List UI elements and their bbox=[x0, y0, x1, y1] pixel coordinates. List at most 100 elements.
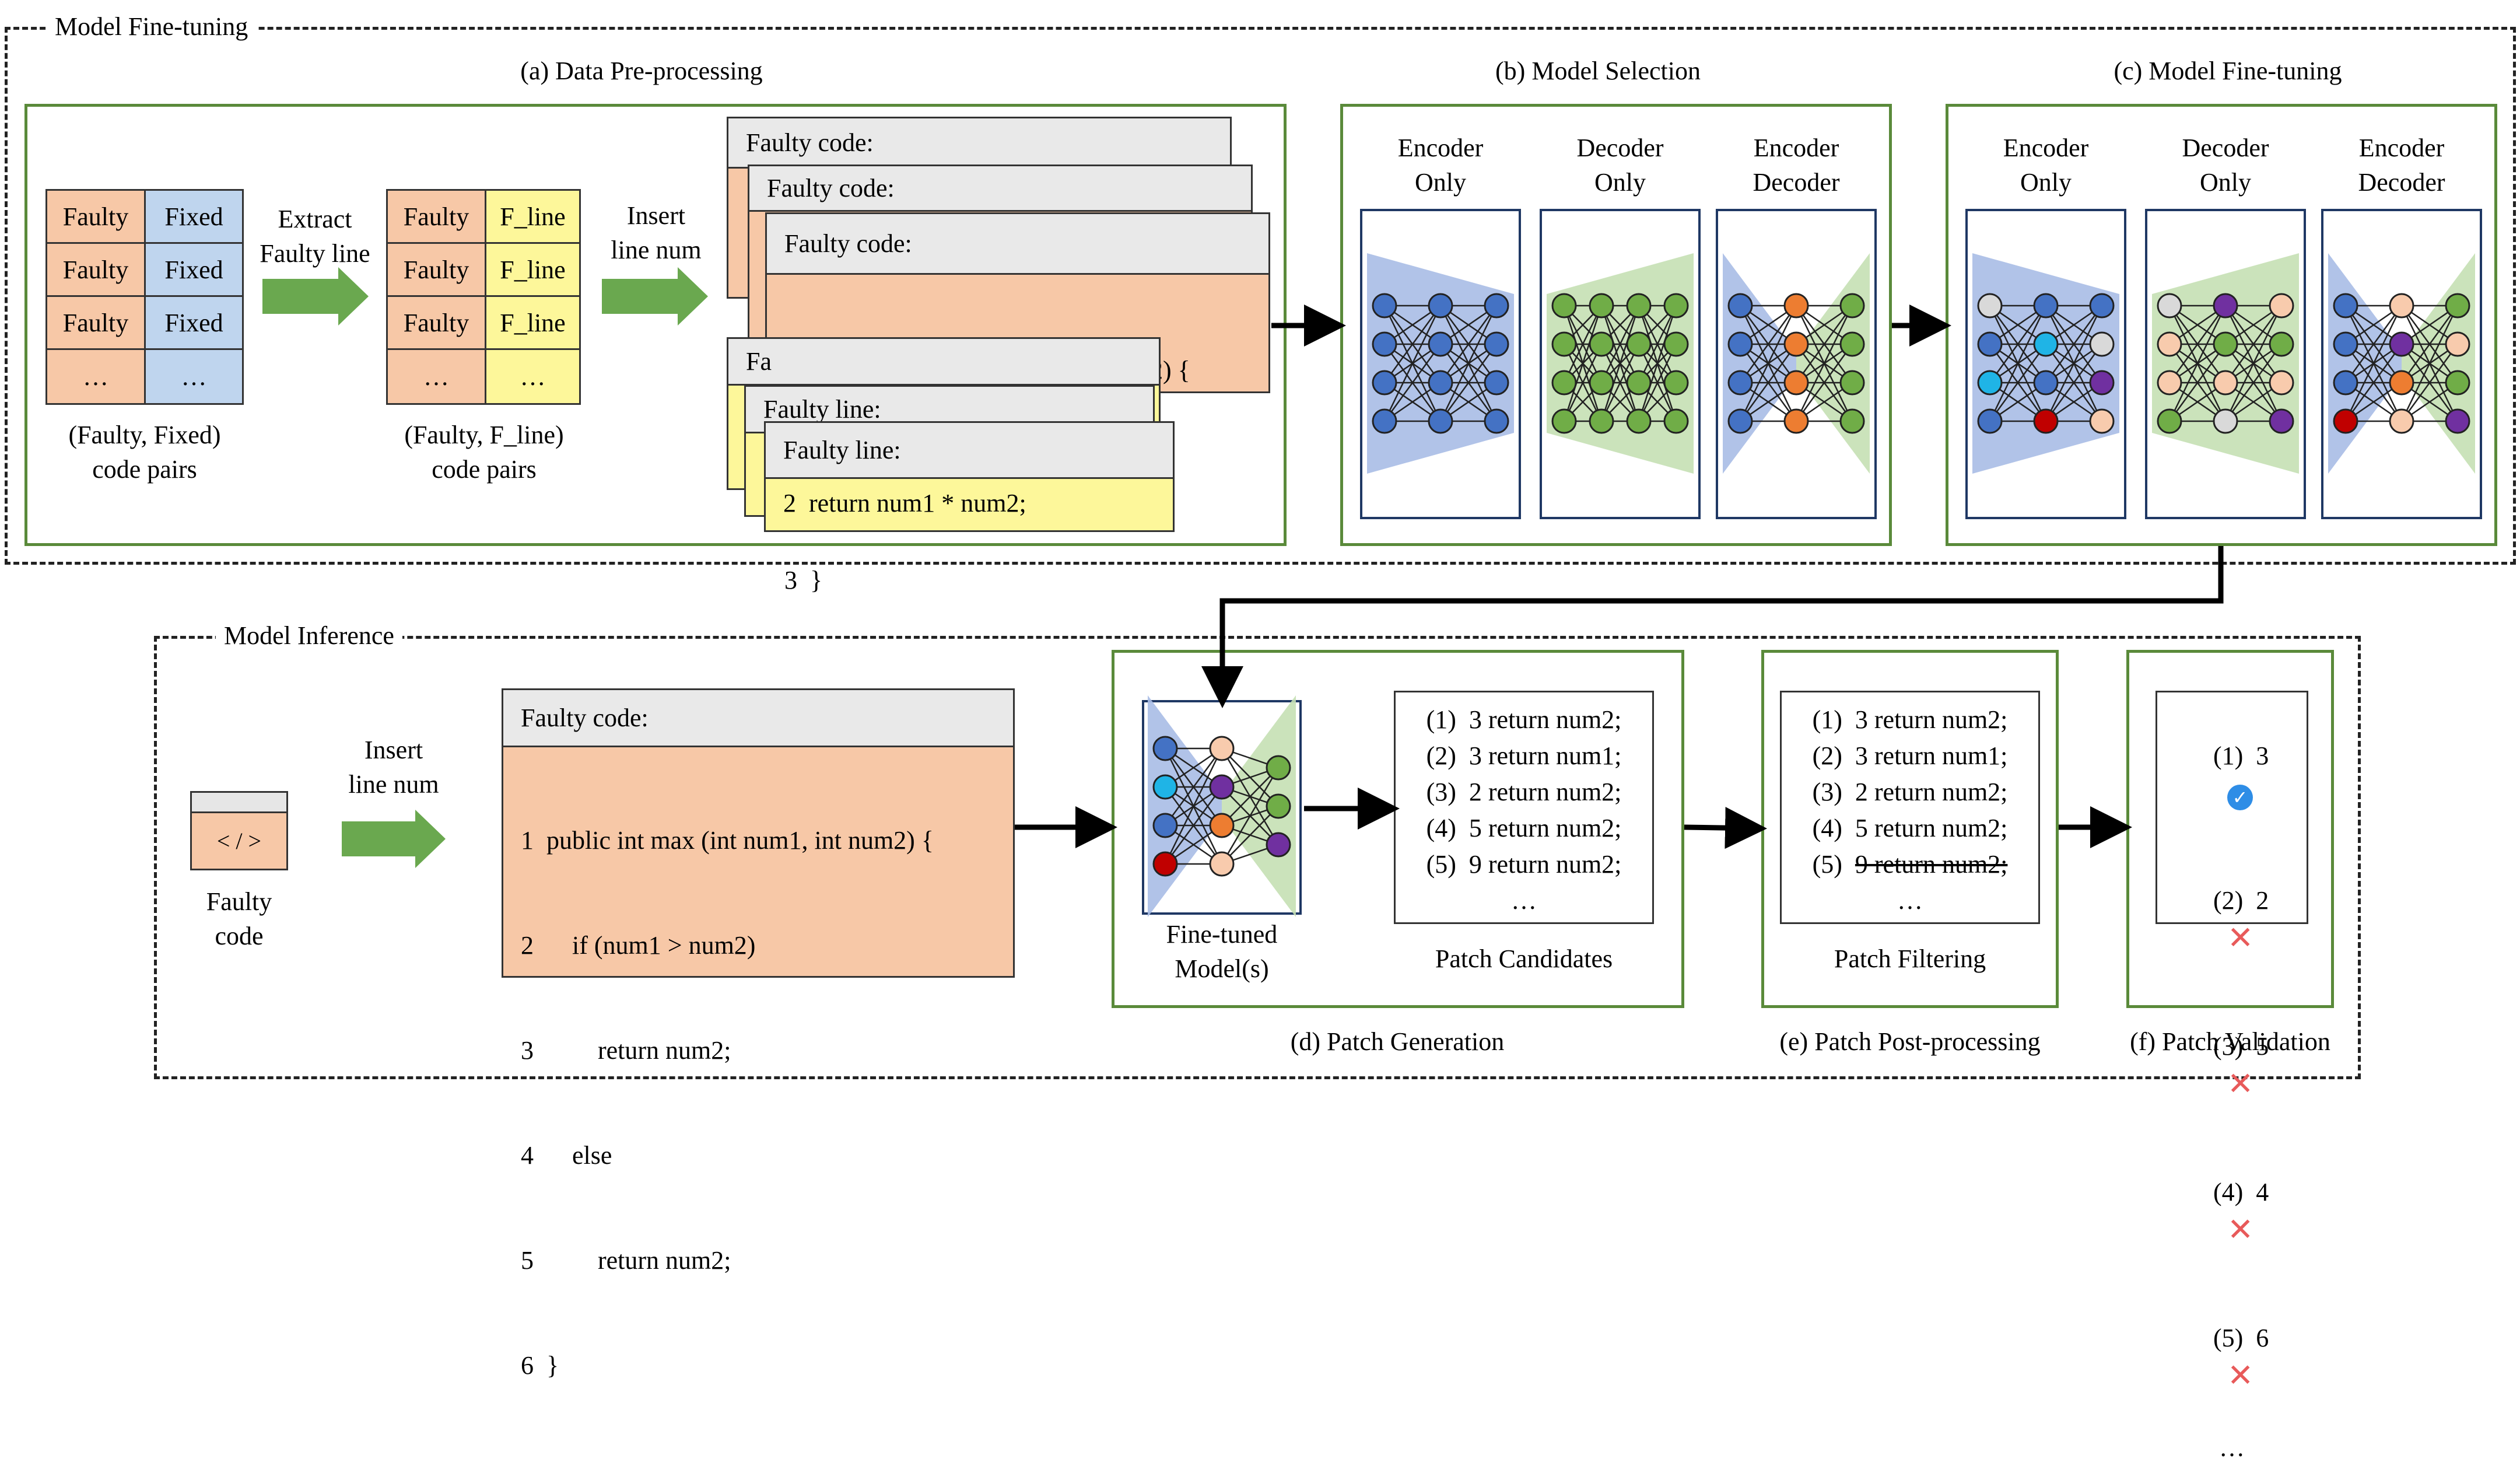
neuron bbox=[1727, 293, 1753, 319]
decoder-only-network bbox=[1547, 253, 1694, 474]
neuron bbox=[2333, 408, 2358, 434]
neuron bbox=[1266, 793, 1291, 819]
neuron bbox=[1977, 408, 2003, 434]
neuron bbox=[1428, 408, 1453, 434]
neuron bbox=[2089, 370, 2115, 396]
faulty-line-partial-header: Fa bbox=[728, 339, 1159, 386]
neuron bbox=[1484, 370, 1509, 396]
neuron bbox=[1977, 331, 2003, 357]
patch-candidates-title: Patch Candidates bbox=[1435, 944, 1613, 973]
neuron bbox=[1372, 293, 1397, 319]
neuron bbox=[1663, 370, 1689, 396]
validation-ellipsis: … bbox=[2219, 1433, 2245, 1462]
table2-cell: … bbox=[485, 348, 581, 405]
inference-faulty-code-card: Faulty code: 1 public int max (int num1,… bbox=[502, 688, 1015, 1380]
table1-caption: (Faulty, Fixed) code pairs bbox=[68, 421, 221, 484]
neuron bbox=[2089, 293, 2115, 319]
neuron bbox=[2213, 331, 2238, 357]
filtered-item: (3) 2 return num2; bbox=[1812, 778, 2008, 806]
neuron bbox=[1727, 331, 1753, 357]
neuron bbox=[2033, 408, 2059, 434]
neuron bbox=[2033, 370, 2059, 396]
validation-item: (5) 6 ✕ bbox=[2213, 1324, 2269, 1394]
finetuned-encoder-network bbox=[1972, 253, 2119, 474]
neuron bbox=[1266, 755, 1291, 781]
neuron bbox=[2333, 293, 2358, 319]
neuron bbox=[2269, 293, 2294, 319]
panel-b-caption: (b) Model Selection bbox=[1495, 57, 1701, 85]
filtered-item: (2) 3 return num1; bbox=[1812, 741, 2008, 770]
fine-tuning-section-title: Model Fine-tuning bbox=[47, 12, 257, 42]
insert-line-arrow bbox=[602, 267, 708, 326]
neuron bbox=[1727, 408, 1753, 434]
panel-c-caption: (c) Model Fine-tuning bbox=[2114, 57, 2342, 85]
neuron bbox=[1626, 408, 1652, 434]
neuron bbox=[1977, 370, 2003, 396]
faulty-line-value: 2 return num1 * num2; bbox=[766, 479, 1173, 530]
finetuned-decoder-network bbox=[2152, 253, 2299, 474]
neuron bbox=[1428, 370, 1453, 396]
encoder-only-network bbox=[1367, 253, 1514, 474]
neuron bbox=[1839, 408, 1865, 434]
neuron bbox=[2269, 370, 2294, 396]
neuron bbox=[2389, 331, 2414, 357]
neuron bbox=[1152, 813, 1178, 838]
neuron bbox=[2445, 331, 2470, 357]
candidate-item: (3) 2 return num2; bbox=[1426, 778, 1622, 806]
inference-section-title: Model Inference bbox=[216, 621, 402, 651]
inference-code-header: Faulty code: bbox=[503, 690, 1013, 747]
neuron bbox=[1551, 370, 1577, 396]
candidate-item: (1) 3 return num2; bbox=[1426, 705, 1622, 734]
code-symbol: < / > bbox=[190, 811, 288, 870]
filtered-item: (1) 3 return num2; bbox=[1812, 705, 2008, 734]
neuron bbox=[1209, 851, 1235, 877]
neuron bbox=[2389, 408, 2414, 434]
cross-icon: ✕ bbox=[2227, 1065, 2254, 1102]
cross-icon: ✕ bbox=[2227, 1357, 2254, 1394]
neuron bbox=[1839, 331, 1865, 357]
neuron bbox=[2157, 331, 2182, 357]
candidate-item: (5) 9 return num2; bbox=[1426, 850, 1622, 879]
neuron bbox=[1589, 331, 1614, 357]
finetuned-encoder-decoder-network bbox=[2328, 253, 2475, 474]
faulty-code-header: Faulty code: bbox=[749, 166, 1251, 212]
neuron bbox=[1152, 736, 1178, 761]
inference-insert-arrow bbox=[342, 810, 446, 868]
neuron bbox=[1663, 408, 1689, 434]
table2-cell: Faulty bbox=[386, 295, 486, 350]
neuron bbox=[2389, 293, 2414, 319]
table2-cell: F_line bbox=[485, 242, 581, 297]
neuron bbox=[2333, 370, 2358, 396]
validation-item: (1) 3 ✓ bbox=[2157, 702, 2307, 846]
candidate-ellipsis: … bbox=[1511, 886, 1537, 915]
neuron bbox=[1484, 331, 1509, 357]
panel-d-caption: (d) Patch Generation bbox=[1290, 1027, 1505, 1056]
neuron bbox=[2157, 408, 2182, 434]
extract-faulty-line-label: Extract Faulty line bbox=[260, 205, 370, 268]
neuron bbox=[2269, 331, 2294, 357]
faulty-line-header: Faulty line: bbox=[766, 423, 1173, 479]
neuron bbox=[1266, 832, 1291, 858]
neuron bbox=[2333, 331, 2358, 357]
validation-item: (2) 2 ✕ bbox=[2213, 886, 2269, 956]
neuron bbox=[1839, 293, 1865, 319]
neuron bbox=[2213, 370, 2238, 396]
neuron bbox=[1589, 370, 1614, 396]
validation-item: (3) 5 ✕ bbox=[2213, 1032, 2269, 1102]
neuron bbox=[1783, 293, 1809, 319]
neuron bbox=[2389, 370, 2414, 396]
filtered-item-removed: (5) 9 return num2; bbox=[1812, 850, 2008, 879]
neuron bbox=[2033, 331, 2059, 357]
cross-icon: ✕ bbox=[2227, 1211, 2254, 1248]
neuron bbox=[2213, 408, 2238, 434]
neuron bbox=[1783, 331, 1809, 357]
inference-section bbox=[154, 636, 2361, 1079]
neuron bbox=[1372, 370, 1397, 396]
patch-filtering-title: Patch Filtering bbox=[1834, 944, 1986, 973]
neuron bbox=[1783, 408, 1809, 434]
neuron bbox=[1551, 293, 1577, 319]
faulty-fixed-table: Faulty Fixed Faulty Fixed Faulty Fixed …… bbox=[45, 189, 244, 405]
